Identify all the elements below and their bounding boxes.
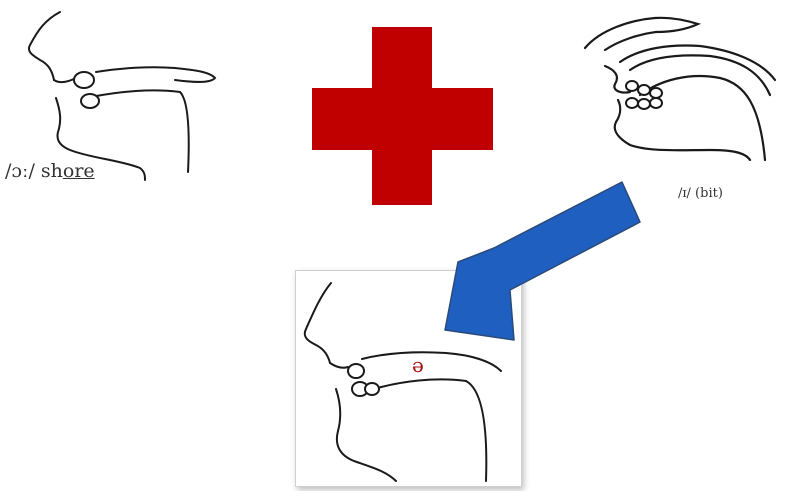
schwa-diagram: ə	[295, 270, 522, 487]
bit-label: /ɪ/ (bit)	[678, 186, 723, 201]
schwa-symbol: ə	[412, 353, 424, 377]
shore-word-underlined: ore	[63, 160, 95, 182]
shore-word-start: sh	[41, 160, 63, 182]
schwa-vocal-tract	[296, 271, 521, 486]
shore-word: shore	[41, 160, 95, 182]
bit-diagram: /ɪ/ (bit)	[560, 0, 790, 210]
shore-diagram: /ɔː/ shore	[0, 0, 240, 200]
shore-label: /ɔː/ shore	[5, 160, 95, 182]
bit-vocal-tract	[560, 0, 790, 210]
shore-symbol: /ɔː/	[5, 160, 35, 182]
